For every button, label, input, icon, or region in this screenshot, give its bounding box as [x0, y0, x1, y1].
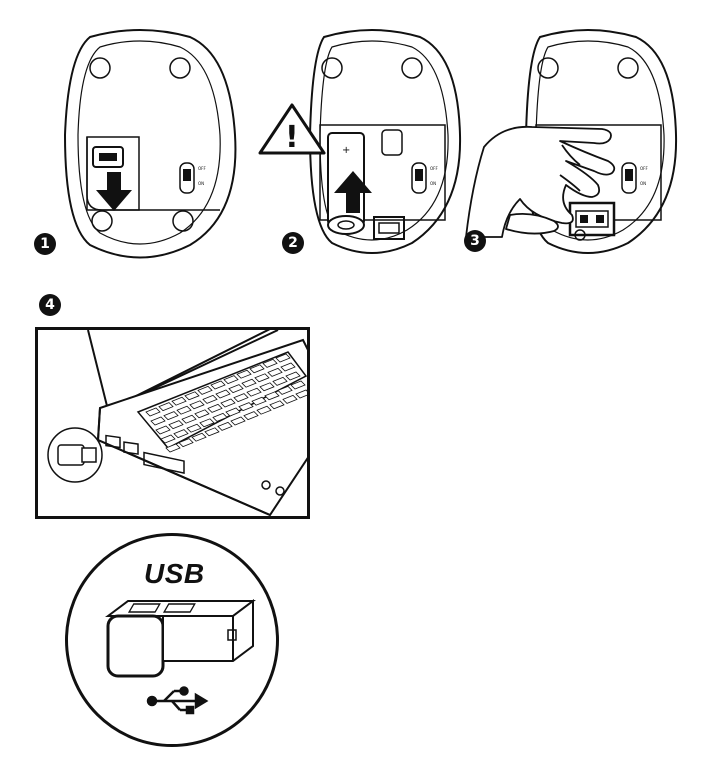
keyboard-key — [181, 414, 197, 424]
keyboard-key — [236, 369, 252, 379]
switch-off-label-2: OFF — [430, 166, 438, 171]
keyboard-key — [228, 384, 244, 394]
arrow-up-icon — [334, 171, 372, 213]
keyboard-key — [189, 400, 205, 410]
keyboard-key — [191, 432, 207, 442]
keyboard-key — [168, 420, 184, 430]
step-1-panel: OFF ON 1 — [30, 25, 250, 265]
keyboard-key — [186, 423, 202, 433]
keyboard-key — [217, 421, 233, 431]
keyboard-key — [184, 391, 200, 401]
keyboard-key — [243, 411, 259, 421]
keyboard-key — [225, 407, 241, 417]
keyboard-key — [163, 411, 179, 421]
keyboard-key — [173, 429, 189, 439]
keyboard-key — [282, 394, 298, 404]
keyboard-key — [158, 402, 174, 412]
keyboard-key — [178, 438, 194, 448]
keyboard-key — [194, 409, 210, 419]
usb-symbol-icon — [146, 686, 209, 715]
keyboard-key — [202, 394, 218, 404]
keyboard-key — [290, 380, 306, 390]
keyboard-key — [215, 389, 231, 399]
step-2-panel: + OFF ON ! 2 — [258, 25, 477, 265]
switch-on-label-3: ON — [640, 181, 646, 186]
keyboard-key — [246, 387, 262, 397]
keyboard-key — [176, 405, 192, 415]
keyboard-key — [197, 385, 213, 395]
receiver-icon — [105, 599, 256, 678]
receiver-icon — [568, 201, 616, 237]
step-3-badge: 3 — [464, 230, 486, 252]
keyboard-keys — [145, 353, 307, 453]
keyboard-key — [256, 405, 272, 415]
receiver-removal-illustration: OFF ON — [465, 29, 678, 254]
keyboard-key — [251, 396, 267, 406]
keyboard-key — [249, 364, 265, 374]
keyboard-key — [280, 362, 296, 372]
keyboard-key — [254, 373, 270, 383]
keyboard-key — [295, 389, 307, 399]
keyboard-key — [272, 376, 288, 386]
keyboard — [136, 351, 307, 449]
keyboard-key — [165, 443, 181, 453]
switch-off-label-3: OFF — [640, 166, 648, 171]
battery-polarity-label: + — [342, 145, 350, 156]
battery-insert-illustration: + OFF ON ! — [258, 29, 462, 254]
usb-receiver-circle: USB — [65, 533, 279, 747]
step-4-laptop-panel — [35, 327, 310, 519]
keyboard-key — [220, 398, 236, 408]
keyboard-key — [285, 371, 301, 381]
receiver-inset — [47, 427, 103, 483]
keyboard-key — [259, 382, 275, 392]
keyboard-key — [238, 402, 254, 412]
keyboard-key — [233, 393, 249, 403]
arrow-down-icon — [96, 172, 132, 211]
keyboard-key — [171, 396, 187, 406]
switch-off-label: OFF — [198, 166, 206, 171]
keyboard-key — [145, 407, 161, 417]
keyboard-key — [204, 427, 220, 437]
keyboard-key — [207, 403, 223, 413]
keyboard-key — [262, 358, 278, 368]
keyboard-key — [264, 391, 280, 401]
keyboard-key — [223, 375, 239, 385]
keyboard-key — [267, 367, 283, 377]
warning-symbol: ! — [285, 120, 299, 155]
usb-title: USB — [144, 558, 205, 589]
step-2-badge: 2 — [282, 232, 304, 254]
keyboard-key — [277, 385, 293, 395]
usb-receiver-illustration — [105, 599, 256, 715]
switch-on-label: ON — [198, 181, 204, 186]
keyboard-key — [212, 412, 228, 422]
keyboard-key — [230, 416, 246, 426]
mouse-underside-illustration: OFF ON — [63, 29, 237, 259]
keyboard-key — [210, 380, 226, 390]
laptop-icon — [47, 330, 307, 516]
warning-triangle-icon: ! — [258, 103, 326, 155]
keyboard-key — [199, 418, 215, 428]
hand-icon — [465, 125, 616, 238]
step-1-badge: 1 — [34, 233, 56, 255]
keyboard-key — [155, 425, 171, 435]
step-4-badge: 4 — [39, 294, 61, 316]
switch-on-label-2: ON — [430, 181, 436, 186]
keyboard-key — [269, 400, 285, 410]
keyboard-key — [150, 416, 166, 426]
step-3-panel: OFF ON 3 — [462, 25, 692, 265]
keyboard-key — [160, 434, 176, 444]
keyboard-key — [241, 378, 257, 388]
keyboard-key — [275, 353, 291, 363]
